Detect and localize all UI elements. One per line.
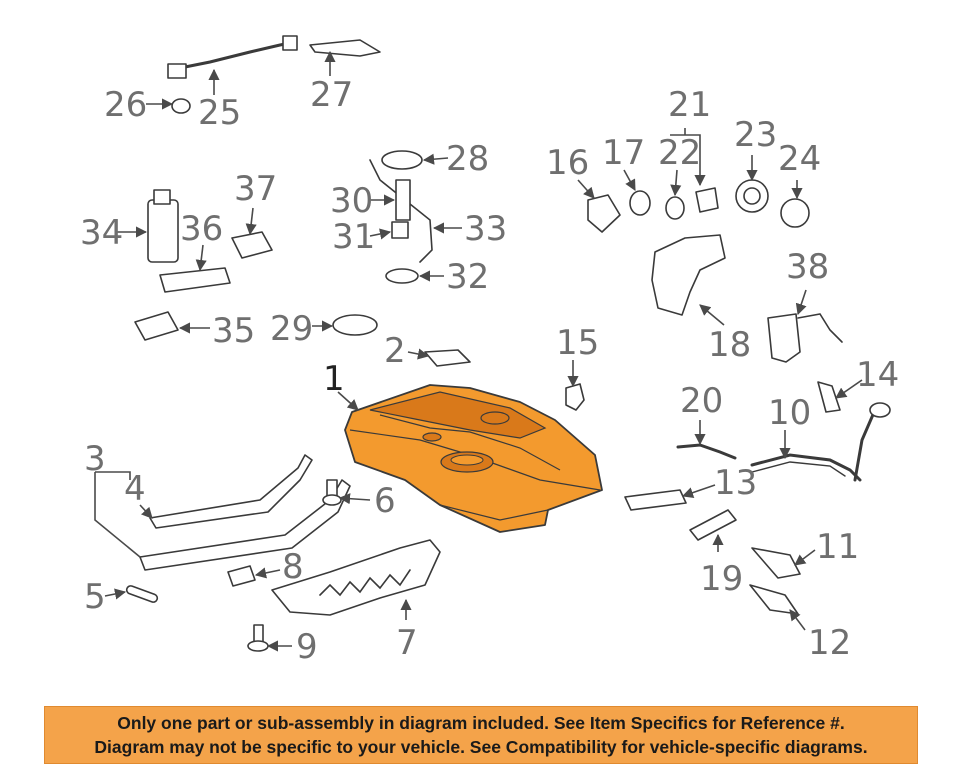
plate-part [624,489,687,511]
parts-diagram: 1 2 3 4 5 6 7 8 9 10 11 12 13 14 15 16 1… [80,35,899,667]
bracket-part [749,584,799,615]
callout-36: 36 [180,209,223,249]
callout-19: 19 [700,559,743,599]
callout-labels: 1 2 3 4 5 6 7 8 9 10 11 12 13 14 15 16 1… [80,75,899,667]
canister-part [651,234,726,316]
callout-33: 33 [464,209,507,249]
hose-part [689,509,737,541]
disclaimer-line-2: Diagram may not be specific to your vehi… [94,737,868,757]
bracket-part [817,381,841,413]
disclaimer-banner: Only one part or sub-assembly in diagram… [44,706,918,764]
callout-31: 31 [332,217,375,257]
tube-part [676,443,737,460]
pump-bracket-parts [134,189,378,341]
clip-part [227,565,256,587]
callout-8: 8 [282,547,304,587]
fuel-tank-part [344,384,603,533]
callout-23: 23 [734,115,777,155]
seal-parts [587,179,810,233]
callout-7: 7 [396,623,418,663]
fuel-pump-parts [369,150,433,284]
callout-5: 5 [84,577,106,617]
callout-13: 13 [714,463,757,503]
callout-1: 1 [323,359,345,399]
callout-18: 18 [708,325,751,365]
callout-14: 14 [856,355,899,395]
callout-32: 32 [446,257,489,297]
callout-17: 17 [602,133,645,173]
callout-20: 20 [680,381,723,421]
callout-35: 35 [212,311,255,351]
callout-16: 16 [546,143,589,183]
callout-9: 9 [296,627,318,667]
heat-shield-part [271,539,441,616]
pump-module-part [767,313,843,363]
callout-28: 28 [446,139,489,179]
callout-27: 27 [310,75,353,115]
callout-15: 15 [556,323,599,363]
tank-strap-parts [139,454,351,571]
callout-3: 3 [84,439,106,479]
callout-34: 34 [80,213,123,253]
callout-30: 30 [330,181,373,221]
callout-6: 6 [374,481,396,521]
callout-11: 11 [816,527,859,567]
pin-part [125,585,159,603]
callout-25: 25 [198,93,241,133]
callout-4: 4 [124,469,146,509]
callout-37: 37 [234,169,277,209]
leader-lines [94,50,863,652]
filler-pipe-part [750,402,891,482]
callout-21: 21 [668,85,711,125]
bracket-part [751,547,801,579]
bolt-part [247,624,269,652]
callout-29: 29 [270,309,313,349]
callout-24: 24 [778,139,821,179]
bracket-part [424,349,471,367]
callout-26: 26 [104,85,147,125]
vent-tube-parts [167,35,381,114]
callout-2: 2 [384,331,406,371]
sensor-part [565,383,585,411]
callout-12: 12 [808,623,851,663]
callout-38: 38 [786,247,829,287]
disclaimer-line-1: Only one part or sub-assembly in diagram… [117,713,845,733]
callout-22: 22 [658,133,701,173]
callout-10: 10 [768,393,811,433]
